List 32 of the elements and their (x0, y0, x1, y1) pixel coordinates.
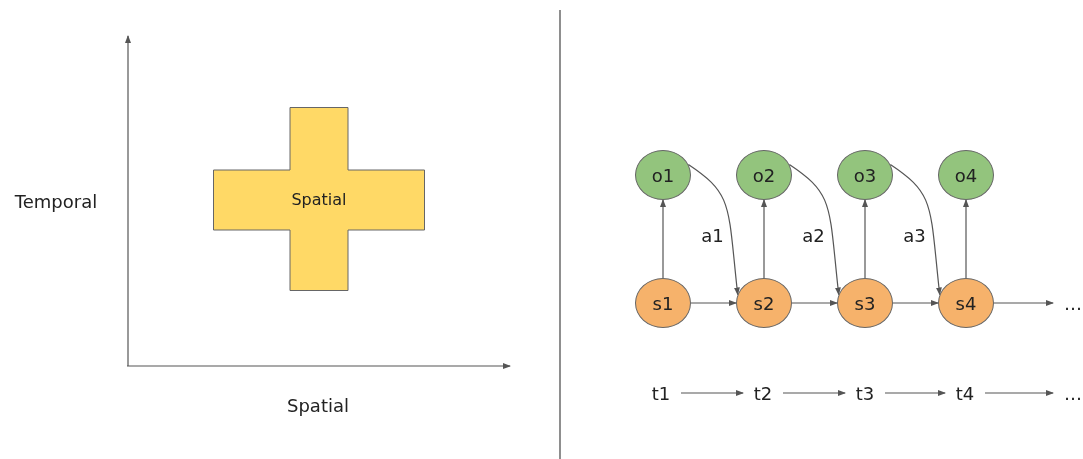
observation-node: o1 (635, 150, 691, 200)
arrow (993, 300, 1054, 306)
arrow (680, 390, 744, 396)
arrow (782, 390, 846, 396)
time-step-label: t3 (845, 380, 885, 406)
time-step-label: t1 (641, 380, 681, 406)
arrow (791, 300, 838, 306)
cross-shape: Spatial (213, 107, 425, 291)
arrow (660, 199, 666, 279)
observation-node: o4 (938, 150, 994, 200)
state-node: s2 (736, 278, 792, 328)
axis-label: Spatial (287, 394, 349, 416)
time-step-label: … (1053, 290, 1083, 316)
time-step-label: t4 (945, 380, 985, 406)
arrow (690, 300, 737, 306)
time-step-label: t2 (743, 380, 783, 406)
state-node: s3 (837, 278, 893, 328)
state-node: s4 (938, 278, 994, 328)
observation-node: o3 (837, 150, 893, 200)
arrow (889, 163, 942, 296)
arrow (761, 199, 767, 279)
arrow (788, 163, 841, 296)
arrow (884, 390, 946, 396)
observation-node: o2 (736, 150, 792, 200)
arrow (892, 300, 939, 306)
state-node: s1 (635, 278, 691, 328)
arrow (687, 163, 740, 296)
arrow (984, 390, 1054, 396)
axis-label: Temporal (14, 190, 98, 212)
time-step-label: … (1053, 380, 1083, 406)
arrow (963, 199, 969, 279)
arrow (862, 199, 868, 279)
